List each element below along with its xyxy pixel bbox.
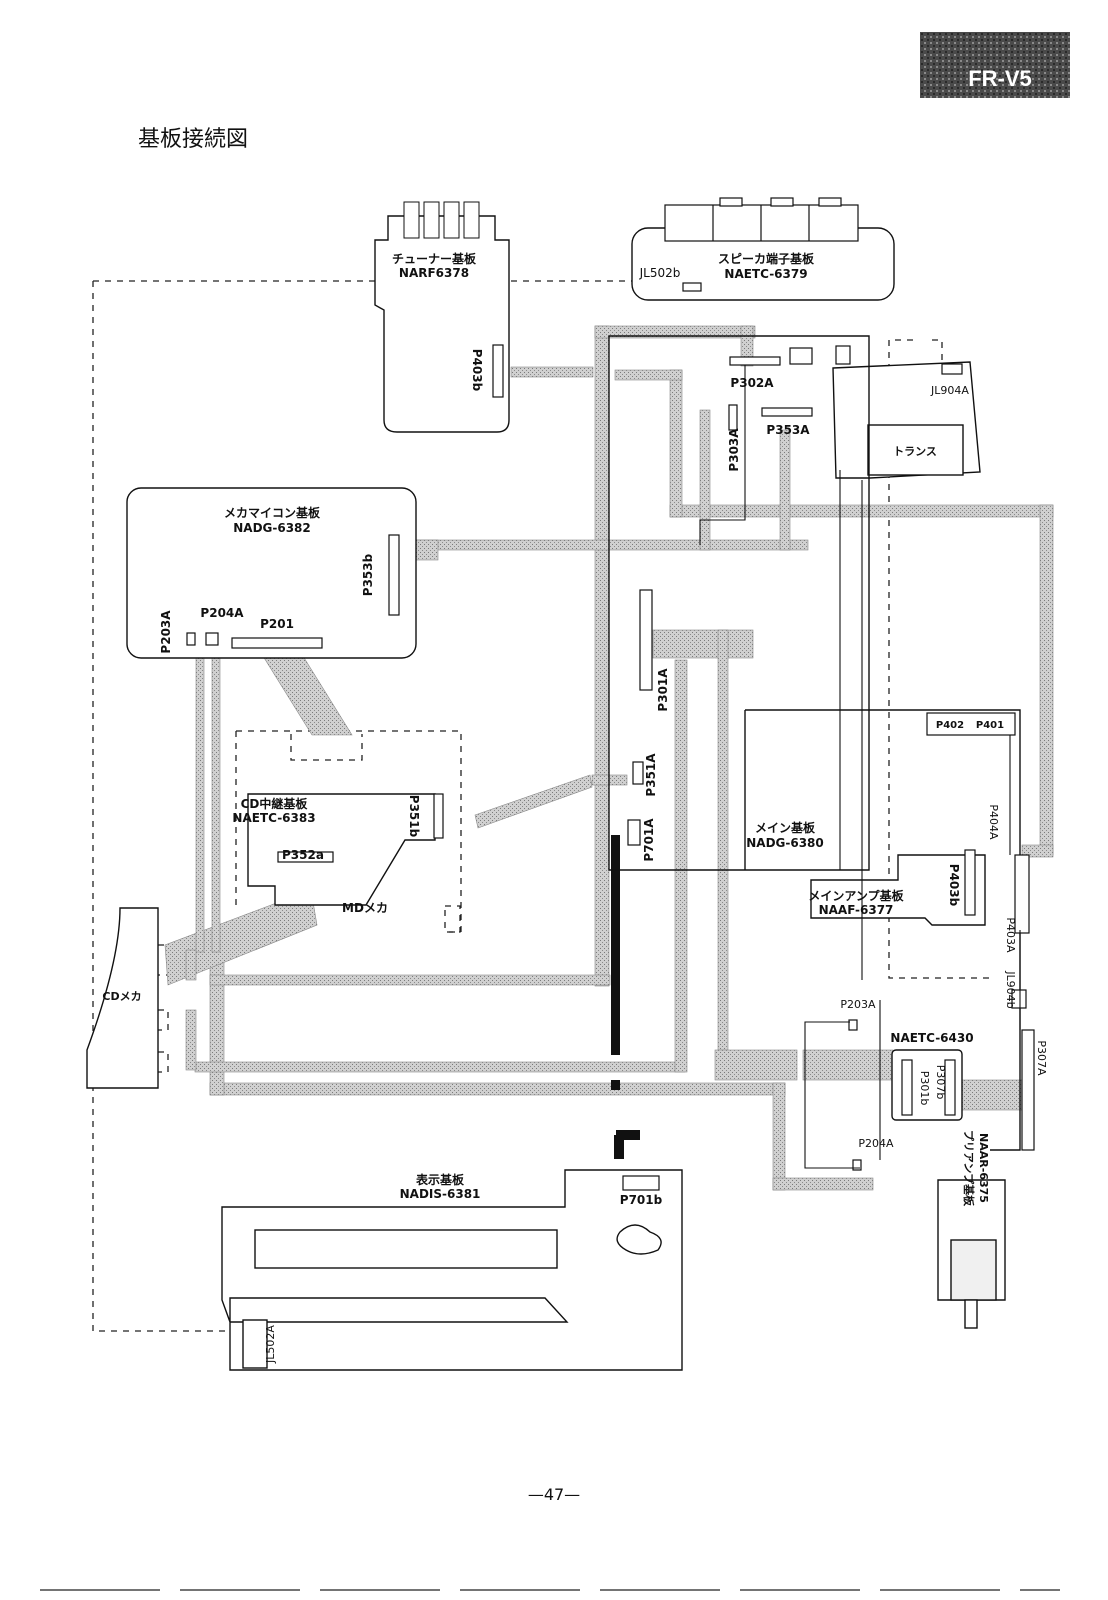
page-number: —47—: [528, 1485, 580, 1504]
jl502a-board-tab: [242, 1319, 268, 1369]
connector-p353a: P353A: [766, 423, 810, 437]
tuner-board-code: NARF6378: [399, 266, 469, 280]
cd-relay-labels: CD中継基板 NAETC-6383 P351b P352a MDメカ CDメカ: [102, 795, 421, 1003]
connector-jl904b: JL904b: [1004, 970, 1017, 1008]
tuner-jacks: [403, 201, 480, 239]
p701-cable: [611, 835, 640, 1159]
connector-p351b: P351b: [407, 795, 421, 838]
tuner-labels: チューナー基板 NARF6378 P403b: [392, 251, 484, 392]
tuner-connector-label: P403b: [470, 349, 484, 392]
transformer-labels: JL904A トランス: [893, 384, 969, 458]
naetc-6430-code: NAETC-6430: [890, 1031, 973, 1045]
speaker-board-name: スピーカ端子基板: [718, 251, 815, 266]
display-board-name: 表示基板: [415, 1172, 465, 1187]
thin-wires: [699, 365, 1021, 1169]
tuner-board: [374, 215, 510, 433]
connector-p303a: P303A: [727, 428, 741, 472]
connector-p307b: P307b: [934, 1065, 947, 1100]
connector-p301a: P301A: [656, 668, 670, 712]
display-window: [254, 1229, 558, 1269]
relay-6430-labels: NAETC-6430 P307b P301b: [890, 1031, 973, 1105]
connector-p204a-mecha: P204A: [200, 606, 244, 620]
connector-p401: P401: [976, 720, 1004, 731]
cd-relay-board-name: CD中継基板: [241, 796, 309, 811]
connector-p201: P201: [260, 617, 294, 631]
connector-p404a: P404A: [987, 804, 1000, 840]
connector-p352a: P352a: [282, 848, 324, 862]
preamp-board-code: NAAR-6375: [977, 1133, 990, 1203]
mecha-micon-board-name: メカマイコン基板: [224, 505, 321, 520]
speaker-board-code: NAETC-6379: [724, 267, 807, 281]
transformer-label: トランス: [893, 445, 937, 458]
connector-p402: P402: [936, 720, 964, 731]
connector-p203a-mecha: P203A: [159, 610, 173, 654]
main-amp-labels: メインアンプ基板 NAAF-6377 P403b: [808, 864, 961, 917]
connector-p307a: P307A: [1035, 1040, 1048, 1076]
main-board-code: NADG-6380: [746, 836, 824, 850]
connector-p701b: P701b: [620, 1193, 663, 1207]
md-mecha-label: MDメカ: [342, 901, 388, 915]
speaker-jacks: [664, 197, 859, 242]
mecha-micon-labels: メカマイコン基板 NADG-6382 P353b P203A P204A P20…: [159, 505, 375, 654]
main-board: [608, 335, 870, 871]
main-board-name: メイン基板: [755, 820, 816, 835]
display-board-code: NADIS-6381: [400, 1187, 481, 1201]
main-amp-board-code: NAAF-6377: [819, 903, 894, 917]
speaker-labels: スピーカ端子基板 NAETC-6379 JL502b: [639, 251, 815, 281]
mecha-micon-board: [126, 487, 417, 659]
connector-p203a-main: P203A: [840, 998, 876, 1011]
model-badge: FR-V5: [920, 32, 1070, 98]
cd-mecha-label: CDメカ: [102, 990, 141, 1003]
cd-mecha: [86, 907, 159, 1089]
speaker-connector-label: JL502b: [639, 266, 681, 280]
connector-jl502a: JL502A: [264, 1325, 277, 1364]
main-board-labels: P302A P353A P303A P301A P351A P701A P402…: [642, 376, 1048, 1150]
main-amp-board: [810, 854, 986, 926]
connector-p302a: P302A: [730, 376, 774, 390]
model-badge-text: FR-V5: [968, 66, 1032, 91]
preamp-labels: プリアンプ基板 NAAR-6375: [962, 1130, 990, 1207]
connector-p204a-main: P204A: [858, 1137, 894, 1150]
cd-relay-board-code: NAETC-6383: [232, 811, 315, 825]
display-board: [221, 1169, 683, 1371]
connector-blocks: [186, 282, 1035, 1191]
harness-bundles: [164, 325, 1054, 1191]
preamp-board-name: プリアンプ基板: [962, 1130, 976, 1207]
main-amp-board-name: メインアンプ基板: [808, 888, 904, 903]
connector-p403b-amp: P403b: [947, 864, 961, 907]
connector-p353b: P353b: [361, 553, 375, 596]
display-labels: 表示基板 NADIS-6381 P701b JL502A: [264, 1172, 663, 1364]
tuner-board-name: チューナー基板: [392, 251, 477, 266]
transformer: [867, 424, 964, 476]
connector-p301b: P301b: [918, 1071, 931, 1106]
connector-p701a: P701A: [642, 818, 656, 862]
connector-p351a: P351A: [644, 753, 658, 797]
connector-p403a: P403A: [1004, 917, 1017, 953]
mecha-micon-board-code: NADG-6382: [233, 521, 311, 535]
connector-jl904a: JL904A: [930, 384, 969, 397]
page-title: 基板接続図: [138, 127, 248, 152]
